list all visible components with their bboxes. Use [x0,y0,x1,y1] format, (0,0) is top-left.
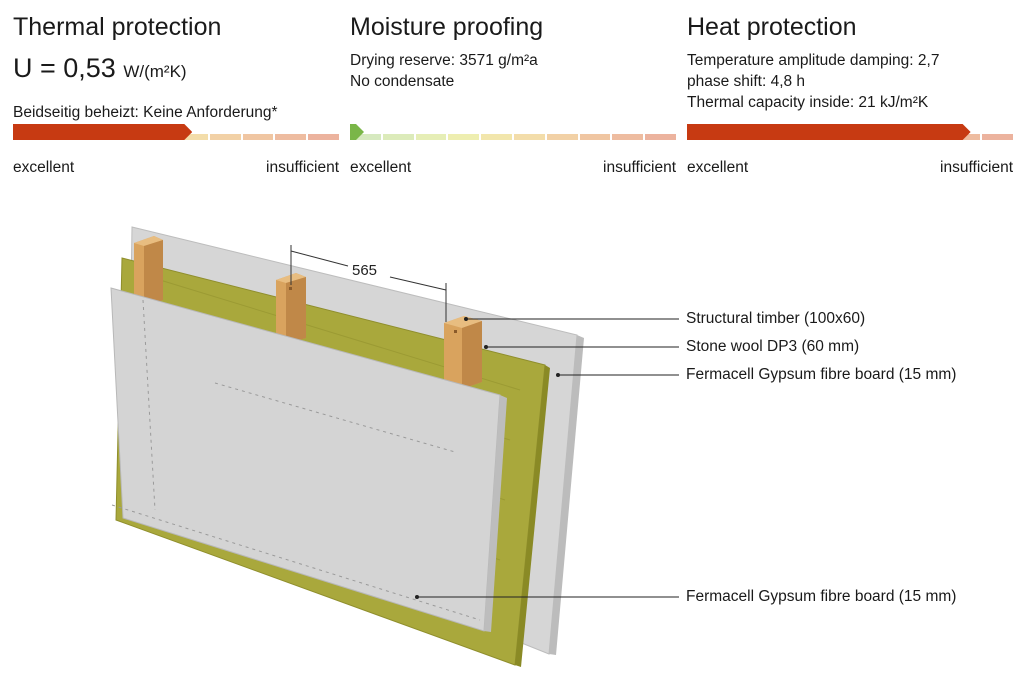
moisture-scale-insufficient: insufficient [603,159,676,176]
meter-segment [645,134,676,140]
dimension-label: 565 [352,262,377,279]
meter-segment [612,134,644,140]
meter-segment [579,134,611,140]
moisture-scale-excellent: excellent [350,159,412,176]
front-gypsum-board-edge [484,395,507,632]
stone-wool-side [515,365,550,667]
moisture-rating-bar [350,124,364,140]
meter-segment [448,134,480,140]
u-value-number: U = 0,53 [13,53,116,83]
timber-stud-3 [444,316,482,389]
meter-segment [350,134,381,140]
meter-segment [546,134,578,140]
front-board-markings [111,299,481,621]
callout-front-gypsum-board: Fermacell Gypsum fibre board (15 mm) [686,588,957,605]
meter-segment [209,134,241,140]
heat-title: Heat protection [687,13,857,41]
thermal-title: Thermal protection [13,13,222,41]
thermal-rating-meter [13,124,339,140]
heat-phase-shift: phase shift: 4,8 h [687,73,806,90]
leader-lines [417,318,679,598]
thermal-scale-insufficient: insufficient [266,159,339,176]
meter-segment [481,134,512,140]
heat-thermal-capacity: Thermal capacity inside: 21 kJ/m²K [687,94,929,111]
meter-segment [982,134,1013,140]
moisture-drying-reserve: Drying reserve: 3571 g/m²a [350,52,538,69]
heat-scale-excellent: excellent [687,159,749,176]
leader-dots [415,317,560,599]
timber-stud-1 [134,236,163,306]
moisture-title: Moisture proofing [350,13,544,41]
moisture-rating-meter [350,124,676,140]
callout-back-gypsum-board: Fermacell Gypsum fibre board (15 mm) [686,366,957,383]
meter-segment [308,134,339,140]
meter-segment [177,134,208,140]
meter-segment [415,134,447,140]
u-value-unit: W/(m²K) [123,62,187,81]
meter-segment [275,134,307,140]
meter-segment [514,134,545,140]
heat-amplitude-damping: Temperature amplitude damping: 2,7 [687,52,940,69]
u-value: U = 0,53 W/(m²K) [13,48,339,92]
thermal-scale-excellent: excellent [13,159,75,176]
heat-scale-insufficient: insufficient [940,159,1013,176]
callout-structural-timber: Structural timber (100x60) [686,310,866,327]
heat-protection-panel: Heat protection Temperature amplitude da… [687,10,1013,176]
meter-segment [382,134,414,140]
dimension-565 [290,245,447,322]
callout-stone-wool: Stone wool DP3 (60 mm) [686,338,860,355]
thermal-rating-bar [13,124,193,140]
heat-rating-meter [687,124,1013,140]
thermal-note: Beidseitig beheizt: Keine Anforderung* [13,104,278,121]
moisture-proofing-panel: Moisture proofing Drying reserve: 3571 g… [350,10,676,176]
heat-rating-bar [687,124,971,140]
meter-segment [242,134,274,140]
back-gypsum-board-edge [549,335,584,655]
moisture-condensate: No condensate [350,73,455,90]
thermal-protection-panel: Thermal protection U = 0,53 W/(m²K) Beid… [13,10,339,176]
